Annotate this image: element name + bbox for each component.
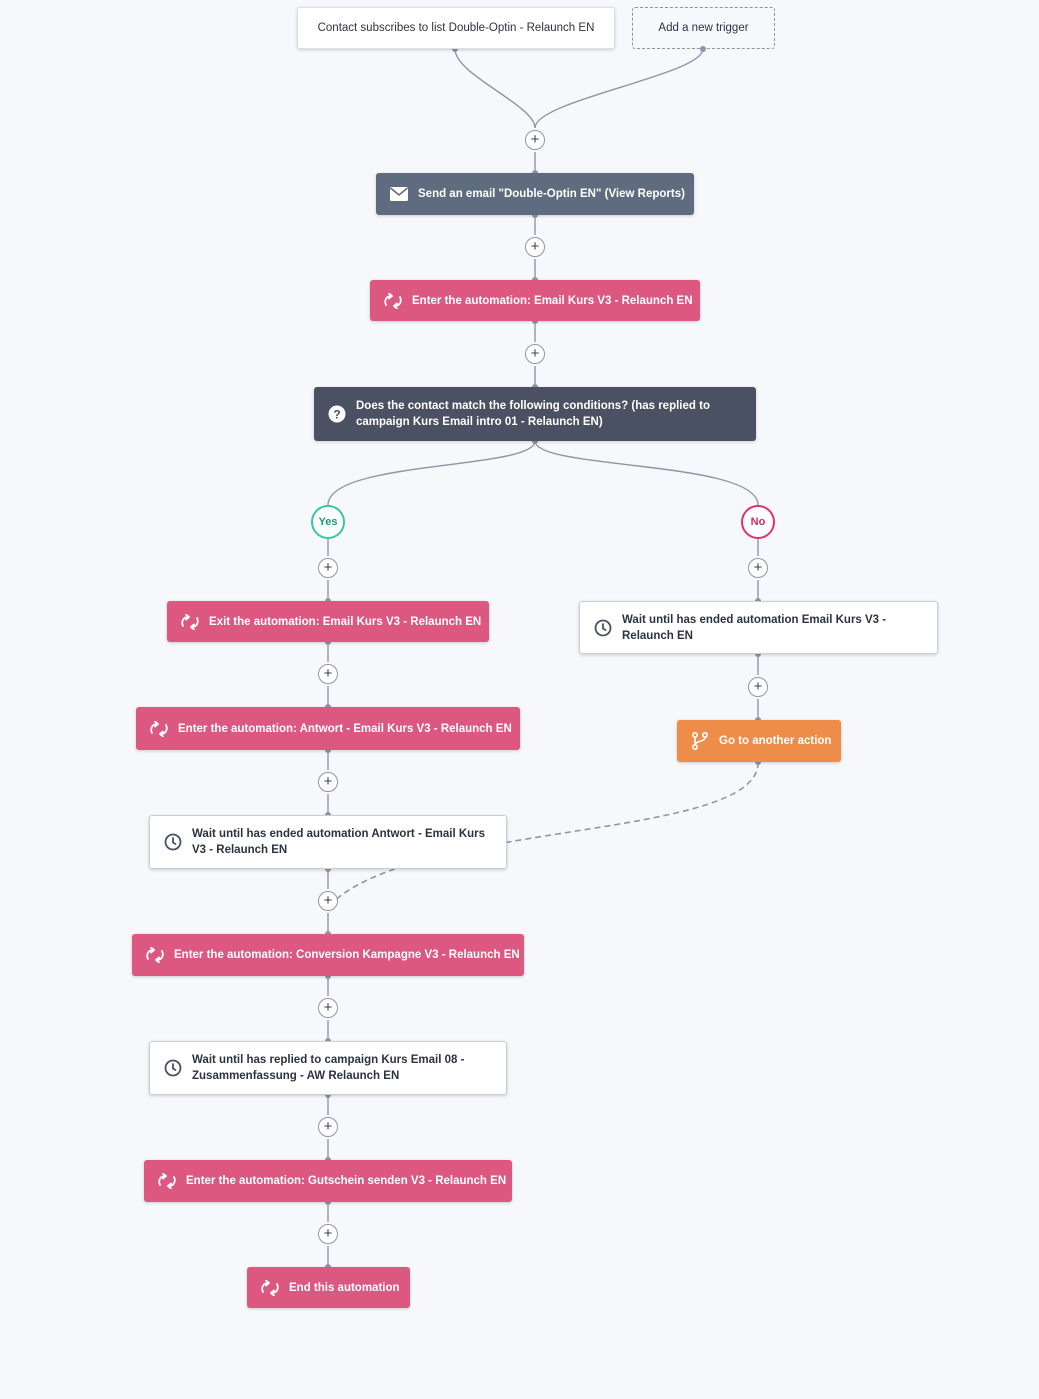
add-step-button[interactable]: + [318, 998, 338, 1018]
branch-icon [689, 731, 711, 751]
enter-automation-gutschein[interactable]: Enter the automation: Gutschein senden V… [144, 1160, 512, 1202]
branch-yes: Yes [311, 505, 345, 539]
connector-dot [755, 651, 761, 657]
add-step-button[interactable]: + [748, 677, 768, 697]
enter-automation-antwort[interactable]: Enter the automation: Antwort - Email Ku… [136, 707, 520, 750]
connector-dot [325, 866, 331, 872]
connector-dot [532, 318, 538, 324]
goto-label: Go to another action [719, 735, 832, 747]
goto-action[interactable]: Go to another action [677, 720, 841, 762]
connector-dot [325, 1199, 331, 1205]
wait-label: Wait until has ended automation Email Ku… [622, 613, 887, 642]
automation-arrows-icon [144, 945, 166, 965]
add-step-button[interactable]: + [318, 891, 338, 911]
wait-ended-email-kurs[interactable]: Wait until has ended automation Email Ku… [579, 601, 938, 654]
automation-label: End this automation [289, 1281, 400, 1294]
automation-arrows-icon [259, 1278, 281, 1298]
send-email-action[interactable]: Send an email "Double-Optin EN" (View Re… [376, 173, 694, 215]
clock-icon [162, 1058, 184, 1078]
end-automation-action[interactable]: End this automation [247, 1267, 410, 1308]
add-step-button[interactable]: + [525, 130, 545, 150]
connector-dot [532, 212, 538, 218]
connector-dot [325, 1092, 331, 1098]
trigger-list-subscribe[interactable]: Contact subscribes to list Double-Optin … [297, 7, 615, 49]
condition-label: Does the contact match the following con… [356, 400, 710, 428]
condition-node[interactable]: ? Does the contact match the following c… [314, 387, 756, 441]
wait-replied-campaign[interactable]: Wait until has replied to campaign Kurs … [149, 1041, 507, 1095]
automation-arrows-icon [382, 291, 404, 311]
clock-icon [162, 832, 184, 852]
svg-text:?: ? [333, 408, 340, 422]
enter-automation-email-kurs[interactable]: Enter the automation: Email Kurs V3 - Re… [370, 280, 700, 321]
add-step-button[interactable]: + [318, 772, 338, 792]
connector-dot [325, 747, 331, 753]
automation-label: Enter the automation: Antwort - Email Ku… [178, 722, 512, 735]
automation-label: Enter the automation: Gutschein senden V… [186, 1175, 507, 1187]
add-step-button[interactable]: + [318, 664, 338, 684]
exit-automation-email-kurs[interactable]: Exit the automation: Email Kurs V3 - Rel… [167, 601, 489, 642]
branch-no-label: No [750, 516, 766, 528]
add-trigger-button[interactable]: Add a new trigger [632, 7, 775, 49]
connector-dot [532, 438, 538, 444]
automation-arrows-icon [156, 1171, 178, 1191]
connector-dot [325, 973, 331, 979]
add-step-button[interactable]: + [748, 558, 768, 578]
connector-dot [452, 46, 458, 52]
add-trigger-label: Add a new trigger [658, 22, 749, 34]
question-icon: ? [326, 404, 348, 424]
wait-label: Wait until has ended automation Antwort … [192, 828, 486, 856]
clock-icon [592, 618, 614, 638]
add-step-button[interactable]: + [525, 344, 545, 364]
envelope-icon [388, 184, 410, 204]
automation-arrows-icon [179, 612, 201, 632]
branch-yes-label: Yes [318, 516, 338, 528]
connector-dot [755, 759, 761, 765]
trigger-label: Contact subscribes to list Double-Optin … [317, 22, 595, 34]
add-step-button[interactable]: + [318, 1224, 338, 1244]
automation-label: Enter the automation: Conversion Kampagn… [174, 949, 520, 961]
wait-label: Wait until has replied to campaign Kurs … [192, 1054, 465, 1082]
branch-no: No [741, 505, 775, 539]
add-step-button[interactable]: + [318, 1117, 338, 1137]
connector-dot [325, 639, 331, 645]
add-step-button[interactable]: + [318, 558, 338, 578]
enter-automation-conversion[interactable]: Enter the automation: Conversion Kampagn… [132, 934, 524, 976]
add-step-button[interactable]: + [525, 237, 545, 257]
automation-label: Exit the automation: Email Kurs V3 - Rel… [209, 615, 482, 628]
send-email-label: Send an email "Double-Optin EN" (View Re… [418, 188, 685, 200]
automation-label: Enter the automation: Email Kurs V3 - Re… [412, 294, 693, 307]
automation-arrows-icon [148, 719, 170, 739]
connector-dot [700, 46, 706, 52]
wait-ended-antwort[interactable]: Wait until has ended automation Antwort … [149, 815, 507, 869]
